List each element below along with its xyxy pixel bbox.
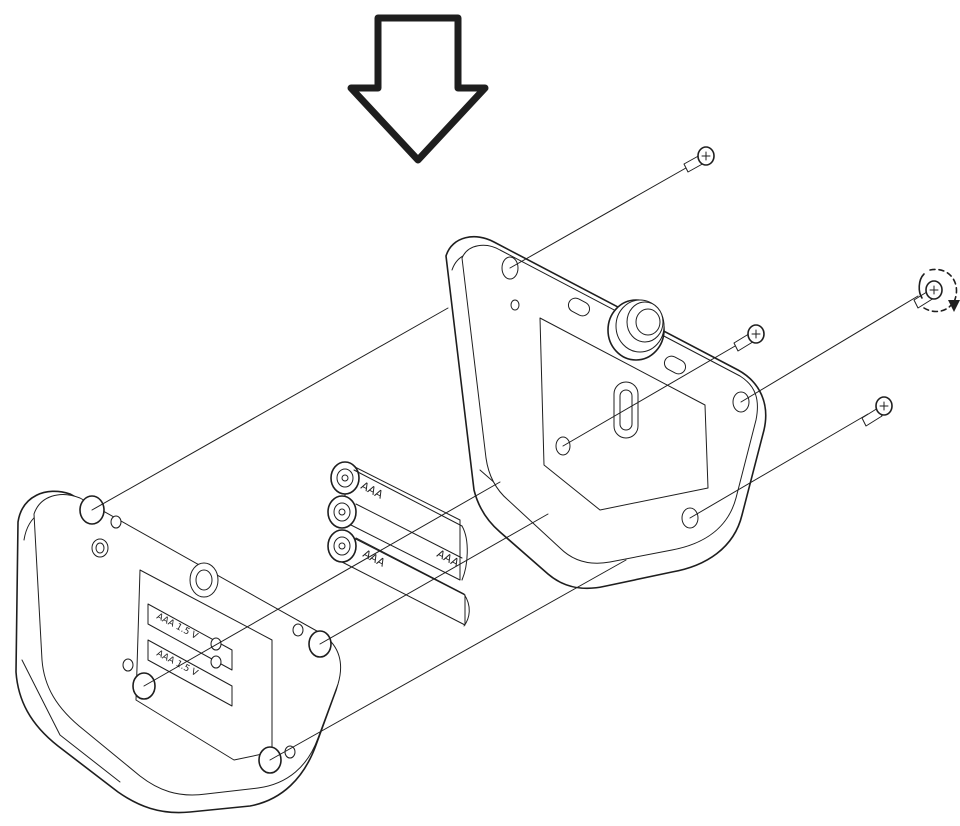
battery: AAA xyxy=(330,461,461,581)
battery xyxy=(327,495,357,529)
battery-set: AAA AAA AAA xyxy=(327,461,470,627)
screw xyxy=(733,324,765,352)
front-cover: AAA 1.5 V AAA 1.5 V xyxy=(15,490,342,814)
screw xyxy=(861,396,893,427)
down-arrow-icon xyxy=(347,14,489,164)
screw xyxy=(913,280,943,309)
rotate-icon xyxy=(918,268,960,313)
adjust-knob xyxy=(607,299,665,361)
screw xyxy=(683,146,715,173)
alignment-lines xyxy=(91,159,919,761)
back-cover xyxy=(445,235,767,590)
